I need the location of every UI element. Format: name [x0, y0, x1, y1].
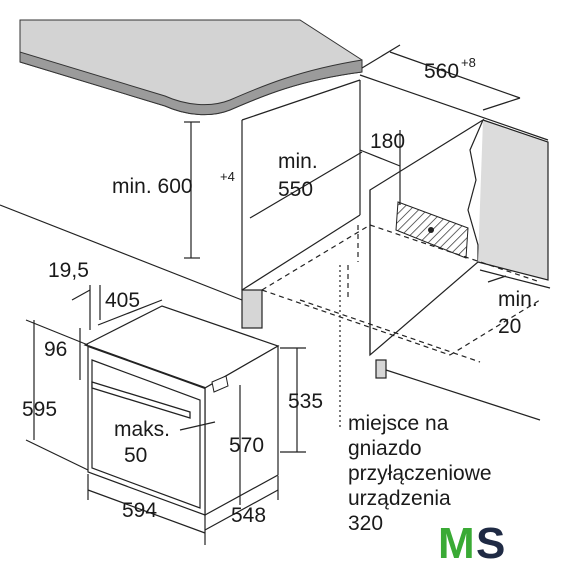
dim-594: 594: [122, 499, 157, 522]
dim-548: 548: [231, 504, 266, 527]
dim-maks-line1: maks.: [114, 418, 170, 441]
socket-note: miejsce na gniazdo przyłączeniowe urządz…: [348, 412, 492, 535]
dim-600: min. 600 +4: [112, 169, 235, 198]
dim-600-sup: +4: [220, 169, 235, 184]
dim-maks-line2: 50: [124, 444, 147, 467]
note-line-5: 320: [348, 512, 383, 535]
dim-96: 96: [44, 338, 67, 361]
dim-550-line2: 550: [278, 178, 313, 201]
dim-180: 180: [370, 130, 405, 153]
ms-logo: M S: [438, 519, 505, 568]
dim-min20-line2: 20: [498, 315, 521, 338]
logo-s: S: [476, 519, 505, 568]
dim-405: 405: [105, 289, 140, 312]
dim-560-value: 560: [424, 60, 459, 83]
dim-19-5: 19,5: [48, 259, 89, 282]
logo-m: M: [438, 519, 475, 568]
note-line-1: miejsce na: [348, 412, 449, 435]
oven-control-knob: [211, 375, 229, 393]
dim-560-sup: +8: [461, 55, 476, 70]
dim-550-line1: min.: [278, 150, 318, 173]
dim-600-value: min. 600: [112, 175, 193, 198]
dim-min20-line1: min.: [498, 288, 538, 311]
note-line-4: urządzenia: [348, 487, 451, 510]
oven-handle: [91, 381, 191, 419]
note-line-3: przyłączeniowe: [348, 462, 492, 485]
socket-dot: [428, 227, 434, 233]
dimension-lines: [25, 44, 551, 545]
dim-595: 595: [22, 398, 57, 421]
dim-560: 560 +8: [424, 55, 476, 83]
dim-535: 535: [288, 390, 323, 413]
niche-outline: [261, 224, 541, 363]
countertop: [19, 19, 363, 116]
note-line-2: gniazdo: [348, 437, 422, 460]
cabinet-left: [0, 79, 361, 329]
dim-570: 570: [229, 434, 264, 457]
